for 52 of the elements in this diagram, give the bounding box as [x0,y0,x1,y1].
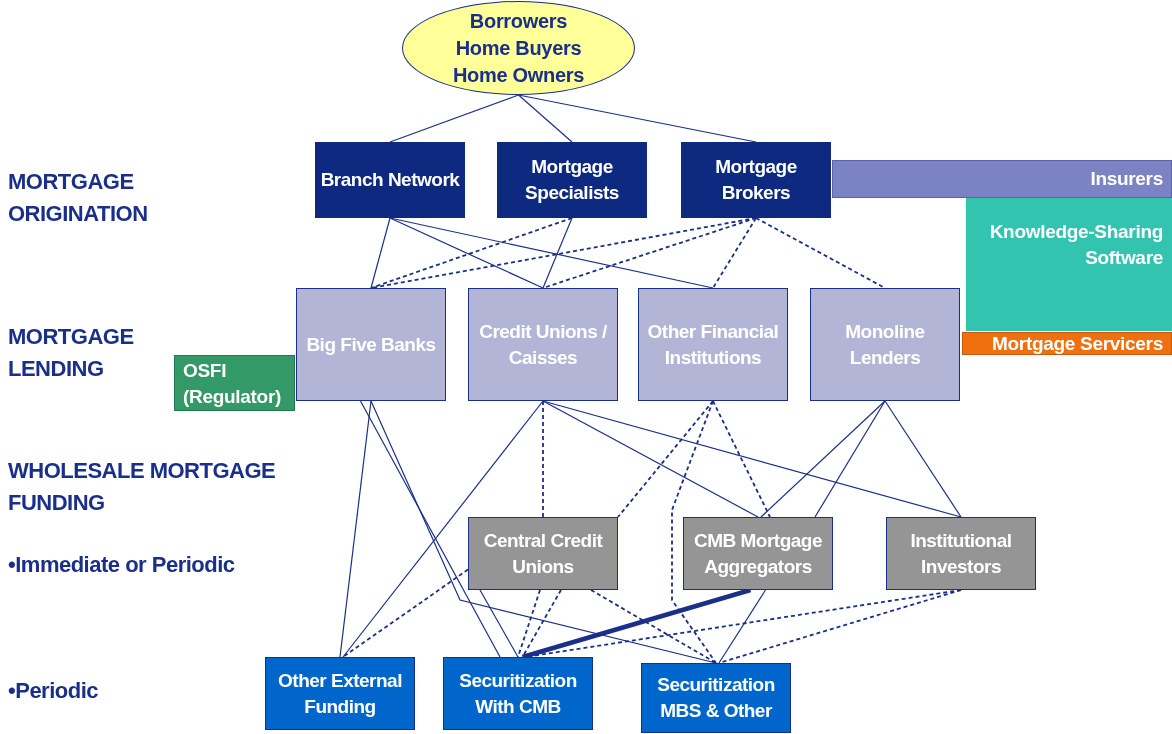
connector-line [517,94,573,143]
section-label: MORTGAGE LENDING [8,323,135,383]
section-label: WHOLESALE MORTGAGE FUNDING [8,457,277,517]
connector-line [359,400,501,658]
process-box: Mortgage Specialists [497,142,647,218]
process-box: Institutional Investors [886,517,1036,590]
connector-line [617,400,714,518]
connector-line [542,217,573,289]
process-box: Monoline Lenders [810,288,960,401]
connector-line [370,217,391,289]
connector-line [342,400,544,658]
connector-line [712,217,757,289]
connector-line [814,400,886,518]
actor-ellipse: Borrowers Home Buyers Home Owners [402,1,635,95]
process-box: Mortgage Brokers [681,142,831,218]
process-box: Other Financial Institutions [638,288,788,401]
connector-line [517,94,757,143]
process-box: Branch Network [315,142,465,218]
connector-line [884,400,962,518]
connector-line [760,400,886,518]
section-label: •Immediate or Periodic [8,551,235,579]
section-label: •Periodic [8,677,98,705]
connector-line [590,589,717,664]
band-bar: Insurers [832,160,1172,198]
connector-line [542,400,759,518]
connector-line [712,400,771,518]
band-bar: Mortgage Servicers [962,332,1172,355]
connector-line [517,589,541,658]
connector-line [542,400,544,518]
process-box: Securitization With CMB [443,657,593,730]
connector-line [339,400,372,658]
connector-line [671,400,717,664]
connector-line [718,589,767,664]
connector-line [370,217,573,289]
process-box: Central Credit Unions [468,517,618,590]
process-box: CMB Mortgage Aggregators [683,517,833,590]
process-box: Big Five Banks [296,288,446,401]
connector-line [389,94,520,143]
process-box: Securitization MBS & Other [641,663,791,733]
process-box: Other External Funding [265,657,415,730]
connector-line [389,217,714,289]
connector-line [521,587,752,660]
connector-line [718,589,962,664]
band-panel: Knowledge-Sharing Software [966,198,1172,331]
connector-line [342,568,469,658]
band-bar: OSFI (Regulator) [174,355,295,411]
connector-line [755,217,886,289]
connector-line [479,589,519,658]
connector-line [389,217,544,289]
section-label: MORTGAGE ORIGINATION [8,168,149,228]
process-box: Credit Unions / Caisses [468,288,618,401]
connector-line [542,400,962,518]
